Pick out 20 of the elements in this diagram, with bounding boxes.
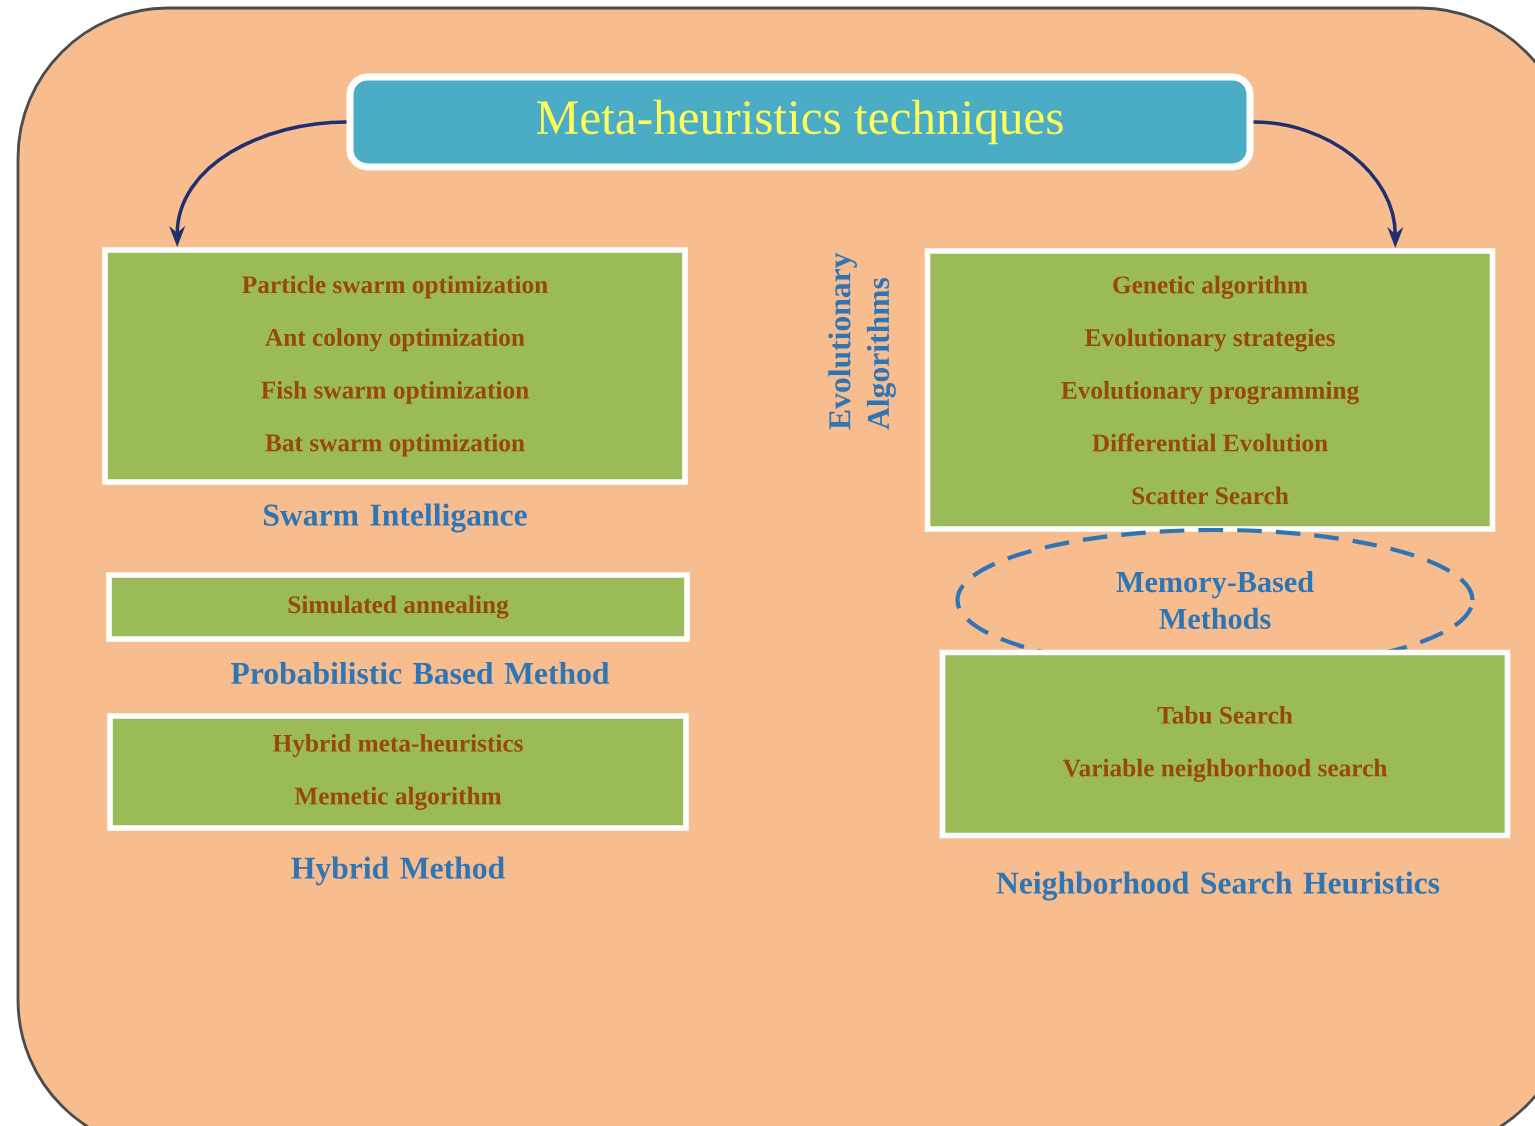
node-label: Particle swarm optimization [242, 275, 548, 299]
node-label: Bat swarm optimization [265, 433, 525, 457]
category-box: Simulated annealing [106, 572, 690, 642]
node-label: Scatter Search [1132, 486, 1289, 505]
category-box: Particle swarm optimization Ant colony optimization Fish swarm optimization Bat swarm optimization [102, 247, 688, 485]
node-label: Fish swarm optimization [261, 380, 529, 404]
group-label: Hybrid Method [291, 856, 505, 886]
node-label: Evolutionary strategies [1084, 328, 1335, 352]
category-box: Hybrid meta-heuristics Memetic algorithm [107, 713, 689, 831]
category-box: Genetic algorithm Evolutionary strategies Evolutionary programming Differential Evolution Scatter Search [924, 248, 1496, 532]
group-label: Probabilistic Based Method [231, 661, 610, 685]
node-label: Evolutionary programming [1061, 381, 1359, 405]
node-label: Ant colony optimization [265, 328, 525, 352]
node-label: Differential Evolution [1092, 433, 1328, 452]
title-box: Meta-heuristics techniques [346, 73, 1254, 171]
category-box: Tabu Search Variable neighborhood search [939, 649, 1511, 839]
node-label: Genetic algorithm [1113, 275, 1308, 299]
group-label: Evolutionary Algorithms [828, 252, 896, 430]
group-label: Neighborhood Search Heuristics [996, 871, 1440, 901]
group-label: Swarm Intelligance [264, 503, 527, 533]
